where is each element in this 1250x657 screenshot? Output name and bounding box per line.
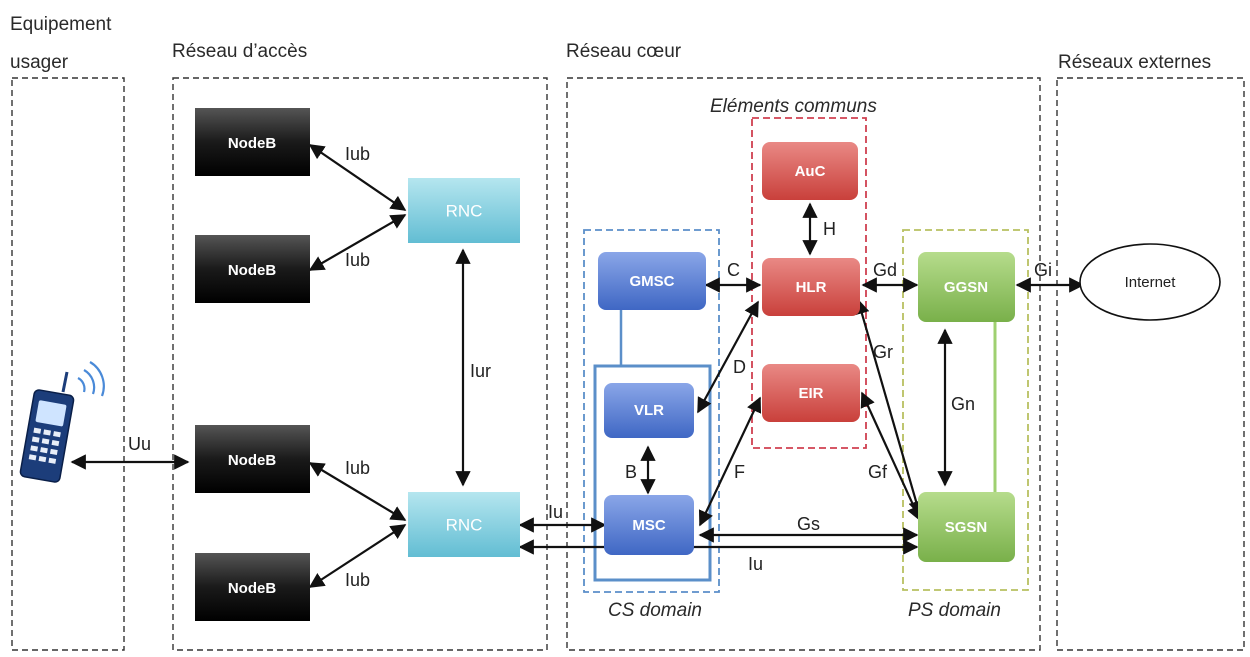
label-d: D	[733, 357, 746, 377]
iub-arrow-2	[308, 214, 407, 271]
core-network-title: Réseau cœur	[566, 41, 682, 62]
label-iub-2: Iub	[345, 250, 370, 270]
nodeb-3: NodeB	[195, 425, 310, 493]
sgsn-label: SGSN	[945, 519, 988, 536]
gmsc-box	[598, 252, 706, 310]
label-gf: Gf	[868, 462, 888, 482]
ue-title-line1: Equipement	[10, 14, 112, 35]
label-iur: Iur	[470, 361, 491, 381]
internet-ellipse	[1079, 243, 1221, 321]
label-gn: Gn	[951, 394, 975, 414]
label-gs: Gs	[797, 514, 820, 534]
interface-arrows	[70, 144, 1085, 588]
hlr-box	[762, 258, 860, 316]
label-f: F	[734, 462, 745, 482]
iub-arrow-1	[308, 144, 407, 211]
external-region-box	[1056, 77, 1245, 651]
cs-domain-title: CS domain	[608, 600, 702, 621]
label-iub-4: Iub	[345, 570, 370, 590]
rnc-2-label: RNC	[446, 515, 483, 534]
gr-arrow	[854, 298, 924, 517]
label-c: C	[727, 260, 740, 280]
label-h: H	[823, 219, 836, 239]
d-arrow	[697, 300, 759, 414]
external-networks-title: Réseaux externes	[1058, 52, 1211, 73]
label-iu-1: Iu	[548, 502, 563, 522]
iub-arrow-4	[308, 524, 407, 588]
sgsn: SGSN	[918, 492, 1015, 562]
rnc-1: RNC	[408, 178, 520, 243]
ue-title-line2: usager	[10, 52, 69, 73]
msc-box	[604, 495, 694, 555]
rnc-1-box	[408, 178, 520, 243]
eir-box	[762, 364, 860, 422]
hlr: HLR	[762, 258, 860, 316]
ggsn-label: GGSN	[944, 279, 988, 296]
ggsn-box	[918, 252, 1015, 322]
rnc-2-box	[408, 492, 520, 557]
rnc-2: RNC	[408, 492, 520, 557]
iub-arrow-3	[308, 462, 407, 521]
nodeb-1-box	[195, 108, 310, 176]
nodeb-3-box	[195, 425, 310, 493]
vlr-label: VLR	[634, 402, 664, 419]
label-iub-1: Iub	[345, 144, 370, 164]
auc: AuC	[762, 142, 858, 200]
msc-label: MSC	[632, 517, 666, 534]
nodeb-1: NodeB	[195, 108, 310, 176]
gf-arrow	[860, 391, 922, 522]
gmsc-label: GMSC	[630, 273, 675, 290]
vlr: VLR	[604, 383, 694, 438]
nodeb-3-label: NodeB	[228, 452, 277, 469]
label-uu: Uu	[128, 434, 151, 454]
vlr-box	[604, 383, 694, 438]
nodeb-4-label: NodeB	[228, 580, 277, 597]
nodeb-2: NodeB	[195, 235, 310, 303]
access-region-box	[172, 77, 548, 651]
msc: MSC	[604, 495, 694, 555]
mobile-phone-icon	[19, 361, 105, 483]
eir-label: EIR	[798, 385, 823, 402]
ps-domain-title: PS domain	[908, 600, 1001, 621]
f-arrow	[698, 396, 762, 527]
sgsn-box	[918, 492, 1015, 562]
nodeb-1-label: NodeB	[228, 135, 277, 152]
nodeb-2-label: NodeB	[228, 262, 277, 279]
nodeb-2-box	[195, 235, 310, 303]
core-region-box	[566, 77, 1041, 651]
label-gi: Gi	[1034, 260, 1052, 280]
auc-label: AuC	[795, 163, 826, 180]
gmsc: GMSC	[598, 252, 706, 310]
hlr-label: HLR	[796, 279, 827, 296]
cs-domain-box	[583, 229, 720, 593]
internet: Internet	[1079, 243, 1221, 321]
auc-box	[762, 142, 858, 200]
internet-label: Internet	[1125, 274, 1177, 291]
access-network-title: Réseau d’accès	[172, 41, 307, 62]
nodeb-4: NodeB	[195, 553, 310, 621]
ggsn: GGSN	[918, 252, 1015, 322]
label-iu-2: Iu	[748, 554, 763, 574]
common-elements-title: Eléments communs	[710, 96, 877, 117]
label-b: B	[625, 462, 637, 482]
label-gd: Gd	[873, 260, 897, 280]
ue-region-box	[11, 77, 125, 651]
nodeb-4-box	[195, 553, 310, 621]
label-gr: Gr	[873, 342, 893, 362]
rnc-1-label: RNC	[446, 201, 483, 220]
eir: EIR	[762, 364, 860, 422]
label-iub-3: Iub	[345, 458, 370, 478]
